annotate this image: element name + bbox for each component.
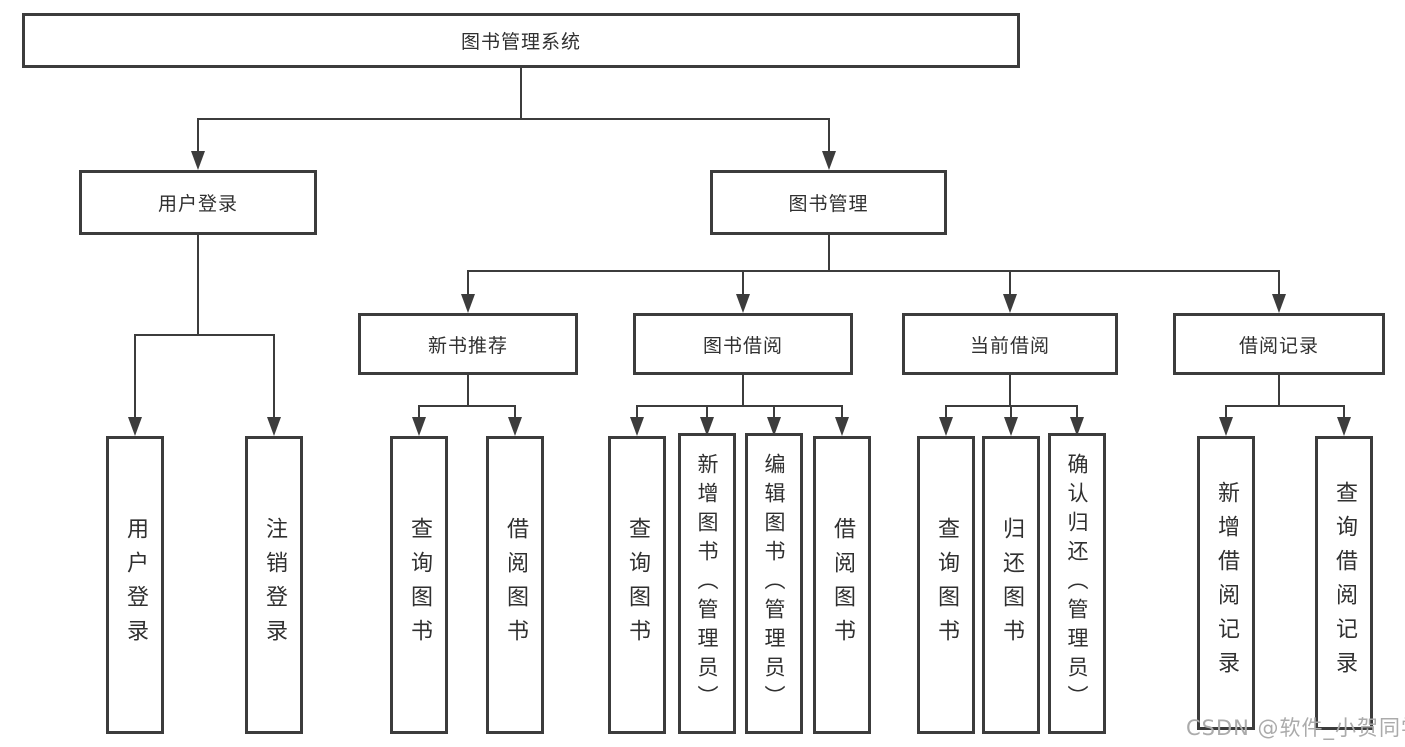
- connector-line: [467, 270, 469, 298]
- arrow-down-icon: [1003, 294, 1017, 313]
- connector-line: [134, 334, 275, 336]
- leaf-query-books: 查询图书: [608, 436, 666, 734]
- leaf-add-borrow-record: 新增借阅记录: [1197, 436, 1255, 730]
- connector-line: [945, 405, 947, 420]
- connector-line: [773, 405, 775, 420]
- arrow-down-icon: [412, 417, 426, 436]
- connector-line: [742, 374, 744, 407]
- arrow-down-icon: [1337, 417, 1351, 436]
- connector-line: [273, 334, 275, 420]
- arrow-down-icon: [630, 417, 644, 436]
- arrow-down-icon: [822, 151, 836, 170]
- arrow-down-icon: [835, 417, 849, 436]
- connector-line: [1009, 270, 1011, 298]
- connector-line: [1225, 405, 1227, 420]
- node-current-borrow: 当前借阅: [902, 313, 1118, 375]
- node-root-library-system: 图书管理系统: [22, 13, 1020, 68]
- connector-line: [418, 405, 420, 420]
- leaf-logout-login: 注销登录: [245, 436, 303, 734]
- connector-line: [1010, 405, 1012, 420]
- connector-line: [742, 270, 744, 298]
- node-new-book-recommend: 新书推荐: [358, 313, 578, 375]
- node-user-login: 用户登录: [79, 170, 317, 235]
- leaf-user-login: 用户登录: [106, 436, 164, 734]
- connector-line: [706, 405, 708, 420]
- arrow-down-icon: [1004, 417, 1018, 436]
- arrow-down-icon: [736, 294, 750, 313]
- connector-line: [1009, 374, 1011, 407]
- arrow-down-icon: [191, 151, 205, 170]
- connector-line: [1278, 270, 1280, 298]
- leaf-query-borrow-record: 查询借阅记录: [1315, 436, 1373, 730]
- connector-line: [1343, 405, 1345, 420]
- leaf-confirm-return-admin: 确认归还（管理员）: [1048, 433, 1106, 734]
- arrow-down-icon: [1272, 294, 1286, 313]
- connector-line: [636, 405, 843, 407]
- leaf-query-books: 查询图书: [390, 436, 448, 734]
- leaf-edit-book-admin: 编辑图书（管理员）: [745, 433, 803, 734]
- connector-line: [514, 405, 516, 420]
- connector-line: [1225, 405, 1345, 407]
- node-book-borrow: 图书借阅: [633, 313, 853, 375]
- leaf-add-book-admin: 新增图书（管理员）: [678, 433, 736, 734]
- leaf-return-books: 归还图书: [982, 436, 1040, 734]
- leaf-borrow-books: 借阅图书: [486, 436, 544, 734]
- node-borrow-records: 借阅记录: [1173, 313, 1385, 375]
- arrow-down-icon: [939, 417, 953, 436]
- connector-line: [467, 374, 469, 407]
- connector-line: [828, 234, 830, 272]
- connector-line: [828, 118, 830, 154]
- connector-line: [636, 405, 638, 420]
- connector-line: [197, 234, 199, 336]
- arrow-down-icon: [461, 294, 475, 313]
- connector-line: [520, 67, 522, 120]
- arrow-down-icon: [1219, 417, 1233, 436]
- connector-line: [1076, 405, 1078, 420]
- connector-line: [841, 405, 843, 420]
- leaf-borrow-books: 借阅图书: [813, 436, 871, 734]
- arrow-down-icon: [767, 417, 781, 436]
- arrow-down-icon: [1070, 417, 1084, 436]
- connector-line: [467, 270, 1280, 272]
- arrow-down-icon: [700, 417, 714, 436]
- node-book-management: 图书管理: [710, 170, 947, 235]
- arrow-down-icon: [267, 417, 281, 436]
- connector-line: [418, 405, 516, 407]
- csdn-watermark: CSDN @软件_小贺同学: [1186, 716, 1405, 740]
- connector-line: [1278, 374, 1280, 407]
- connector-line: [197, 118, 199, 154]
- leaf-query-books: 查询图书: [917, 436, 975, 734]
- arrow-down-icon: [128, 417, 142, 436]
- connector-line: [197, 118, 830, 120]
- arrow-down-icon: [508, 417, 522, 436]
- connector-line: [134, 334, 136, 420]
